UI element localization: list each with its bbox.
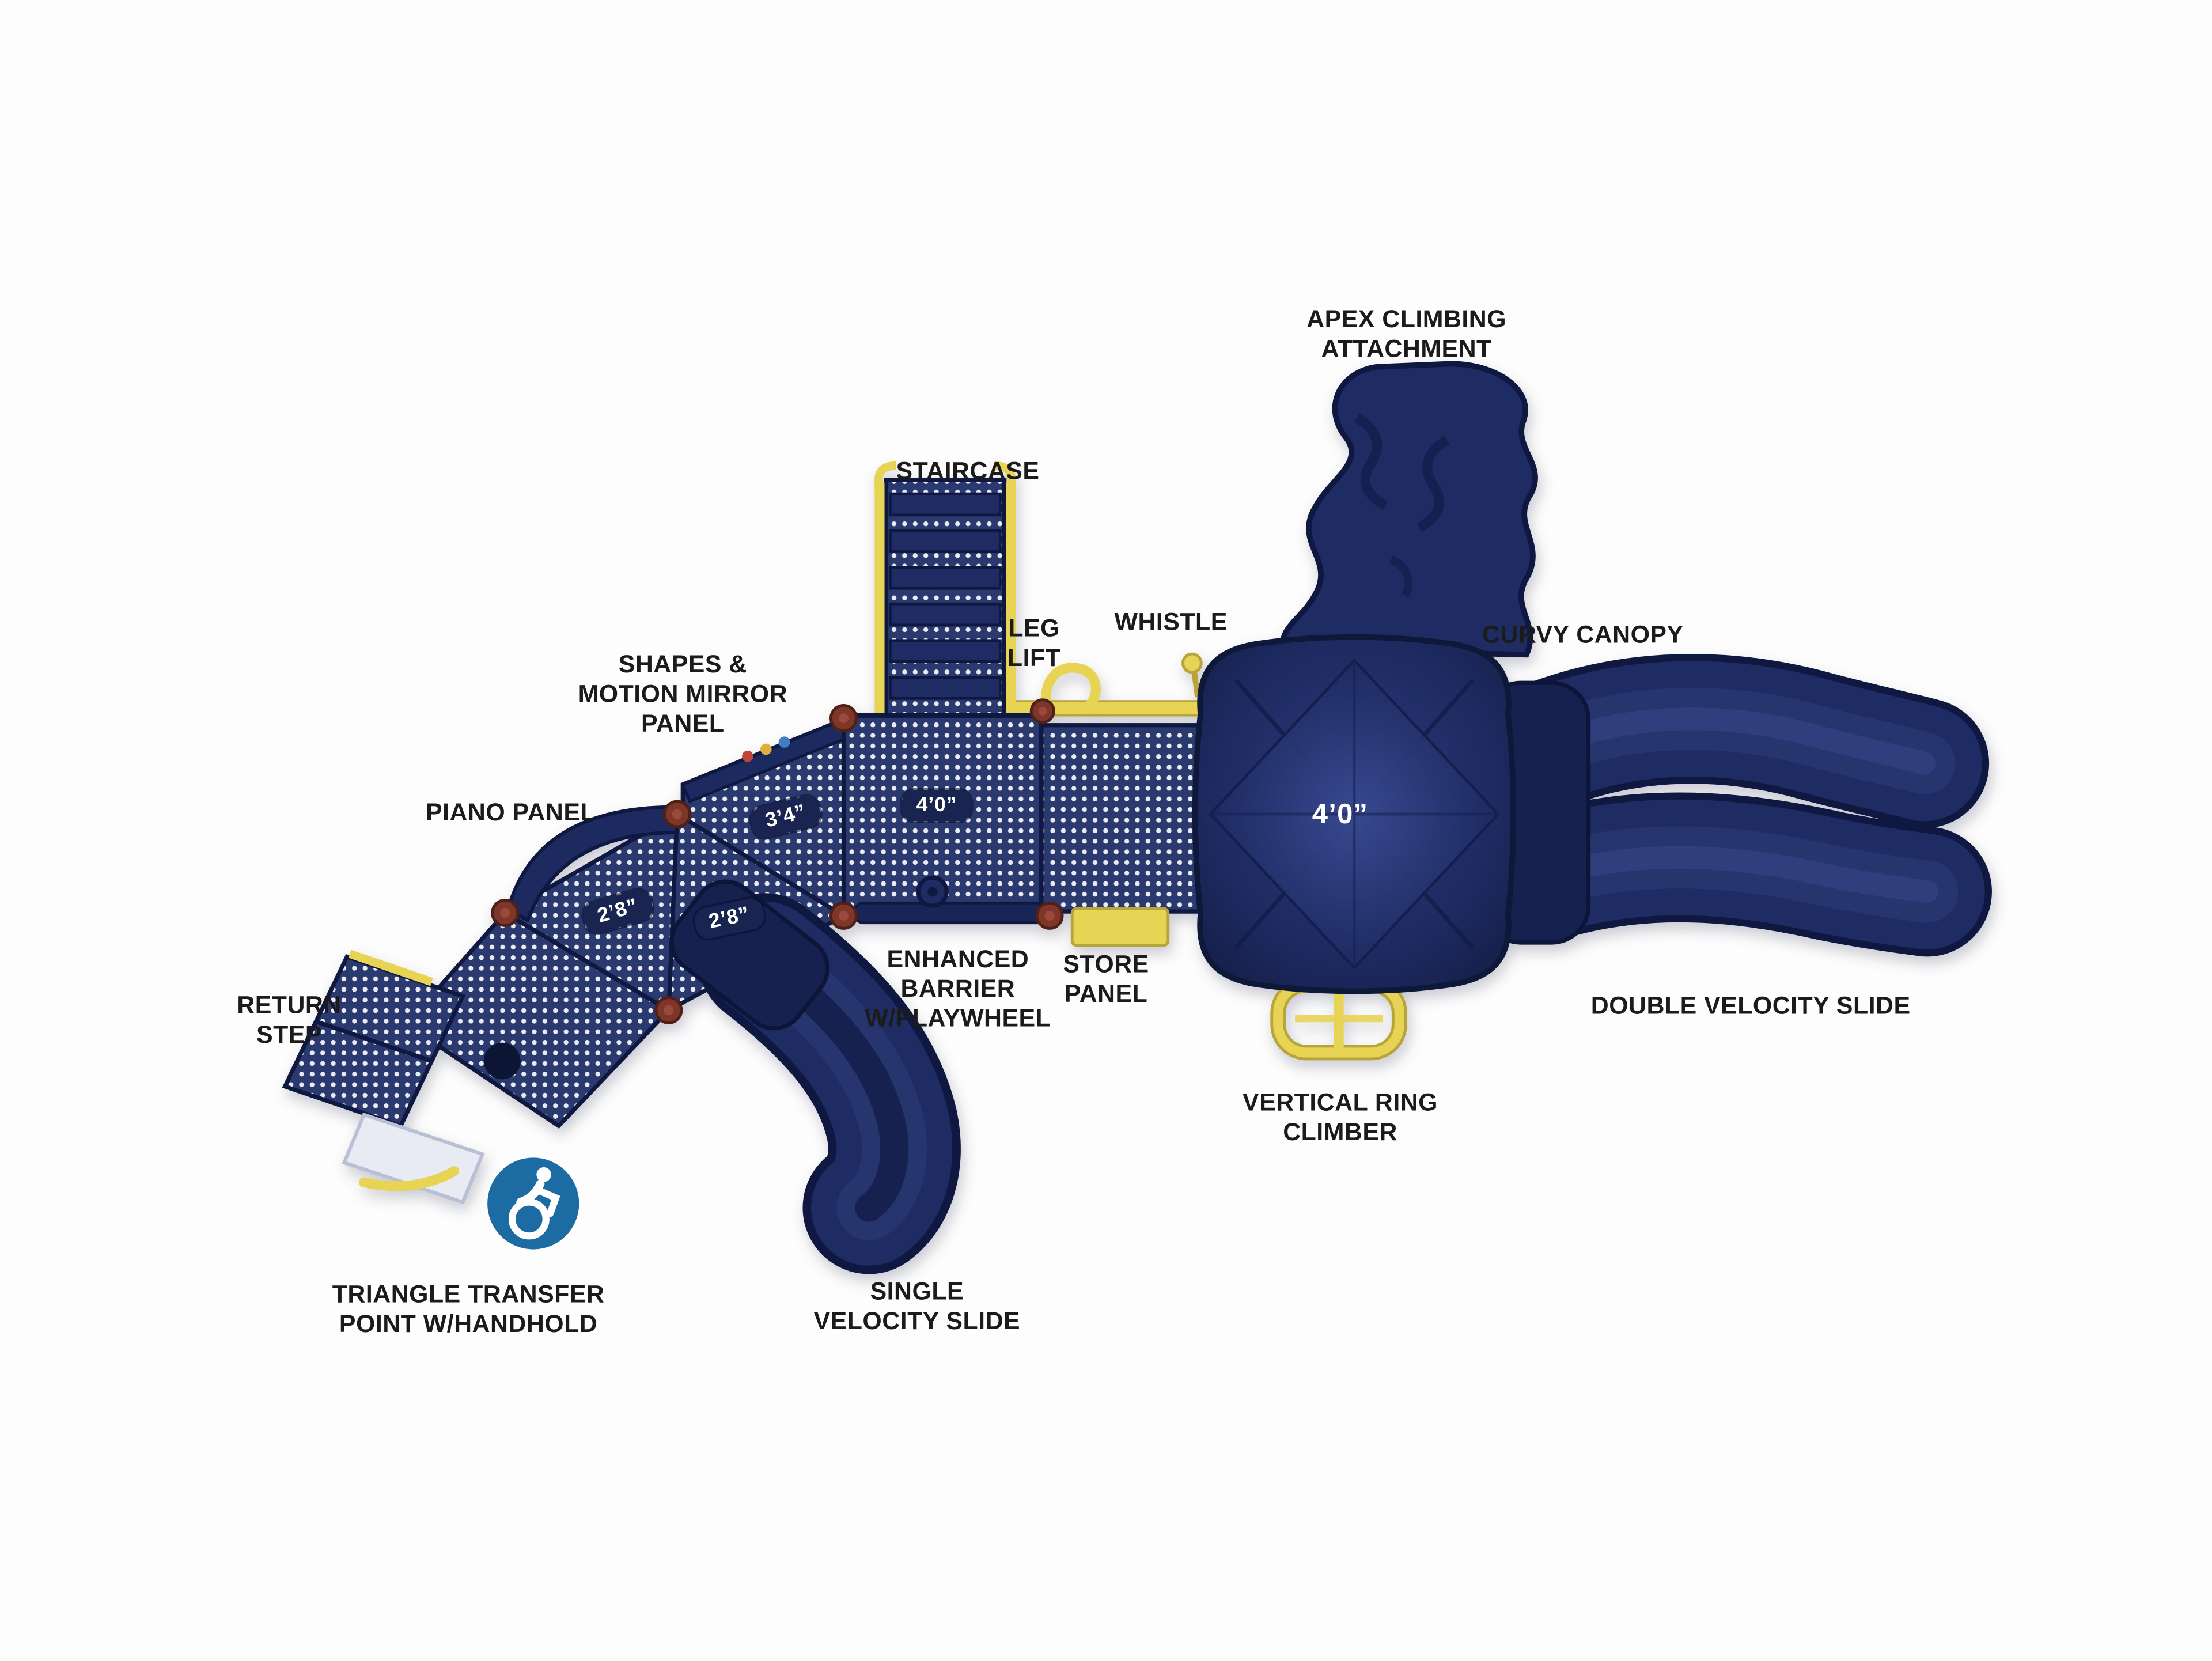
staircase-steps [888,492,1002,700]
stair-rail-right [1006,482,1016,720]
label-single-velocity-slide: SINGLE VELOCITY SLIDE [813,1277,1021,1335]
label-piano-panel: PIANO PANEL [425,797,596,826]
handhold-rail [359,1166,460,1191]
stair-rail-left [874,482,885,720]
label-leg-lift: LEG LIFT [1007,614,1061,672]
vertical-ring-climber [1270,977,1407,1061]
height-label-main-deck: 4’0” [1312,799,1369,831]
label-shapes-motion-mirror-panel: SHAPES & MOTION MIRROR PANEL [578,649,788,737]
return-step [282,949,485,1205]
label-return-step: RETURN STEP [237,990,342,1049]
apex-climbing-attachment [1280,361,1538,658]
store-panel [1070,907,1170,947]
staircase [874,461,1016,725]
leg-lift [1040,663,1101,714]
accessibility-icon-figure [508,1167,560,1240]
whistle [1181,652,1203,698]
label-double-velocity-slide: DOUBLE VELOCITY SLIDE [1590,991,1911,1020]
double-velocity-slide [1482,654,1992,957]
main-deck-curvy-canopy [1192,634,1517,994]
accessibility-icon [485,1156,581,1252]
post-caps [491,698,1064,1024]
shapes-motion-mirror-panel [681,717,845,804]
height-pill-square-deck: 4’0” [902,790,972,822]
label-apex-climbing-attachment: APEX CLIMBING ATTACHMENT [1306,304,1507,363]
bridge-deck [1039,723,1210,914]
transfer-hole [484,1042,521,1080]
label-store-panel: STORE PANEL [1063,949,1149,1008]
label-enhanced-barrier: ENHANCED BARRIER W/PLAYWHEEL [865,944,1051,1032]
single-velocity-slide [669,879,961,1274]
label-staircase: STAIRCASE [896,456,1040,485]
label-triangle-transfer-point: TRIANGLE TRANSFER POINT W/HANDHOLD [332,1280,605,1338]
label-vertical-ring-climber: VERTICAL RING CLIMBER [1243,1088,1438,1146]
label-whistle: WHISTLE [1114,607,1228,636]
label-curvy-canopy: CURVY CANOPY [1482,620,1684,649]
